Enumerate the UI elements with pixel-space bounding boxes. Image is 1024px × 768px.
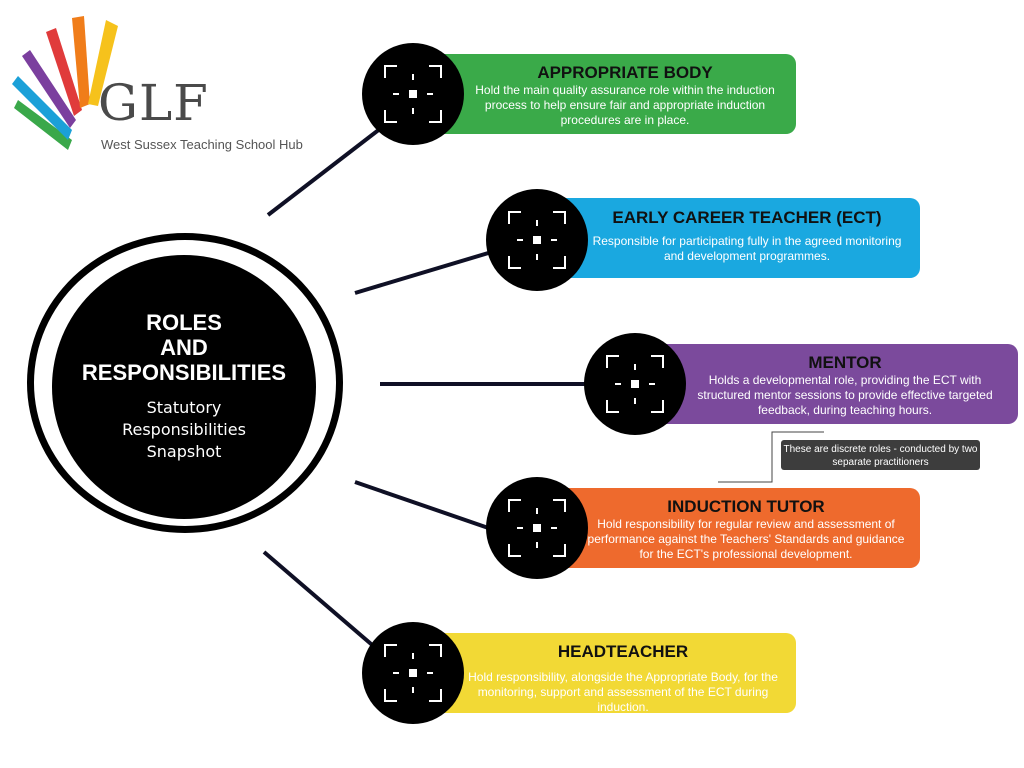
focus-icon [508,211,566,269]
focus-icon [384,644,442,702]
discrete-roles-note: These are discrete roles - conducted by … [781,440,980,470]
role-title: EARLY CAREER TEACHER (ECT) [612,208,882,227]
role-icon-circle [362,43,464,145]
role-icon-circle [486,477,588,579]
logo-subtitle: West Sussex Teaching School Hub [101,137,303,152]
role-card-appropriate-body: APPROPRIATE BODY Hold the main quality a… [428,54,796,134]
role-description: Holds a developmental role, providing th… [697,373,993,417]
hub-subtitle: Statutory Responsibilities Snapshot [122,398,246,461]
role-icon-circle [362,622,464,724]
logo-fan-icon [12,16,118,150]
role-title: HEADTEACHER [557,642,689,661]
connector-induction-tutor [354,480,501,534]
role-card-headteacher: HEADTEACHER Hold responsibility, alongsi… [428,633,796,714]
role-icon-circle [584,333,686,435]
role-icon-circle [486,189,588,291]
hub-title: ROLES AND RESPONSIBILITIES [81,310,287,385]
role-card-induction-tutor: INDUCTION TUTOR Hold responsibility for … [552,488,920,568]
hub-circle: ROLES AND RESPONSIBILITIES Statutory Res… [52,255,316,519]
focus-icon [606,355,664,413]
role-card-mentor: MENTOR Holds a developmental role, provi… [652,344,1018,424]
glf-logo: GLF West Sussex Teaching School Hub [10,12,310,152]
focus-icon [508,499,566,557]
role-title: APPROPRIATE BODY [537,63,713,82]
role-description: Hold responsibility for regular review a… [587,517,905,561]
role-title: MENTOR [808,353,882,372]
note-bracket [718,431,824,483]
role-description: Responsible for participating fully in t… [592,234,902,263]
role-description: Hold the main quality assurance role wit… [475,83,775,127]
role-card-ect: EARLY CAREER TEACHER (ECT) Responsible f… [552,198,920,278]
logo-text: GLF [98,74,209,132]
role-description: Hold responsibility, alongside the Appro… [468,670,778,714]
connector-appropriate-body [266,113,400,217]
connector-ect [354,246,506,295]
focus-icon [384,65,442,123]
role-title: INDUCTION TUTOR [667,497,825,516]
